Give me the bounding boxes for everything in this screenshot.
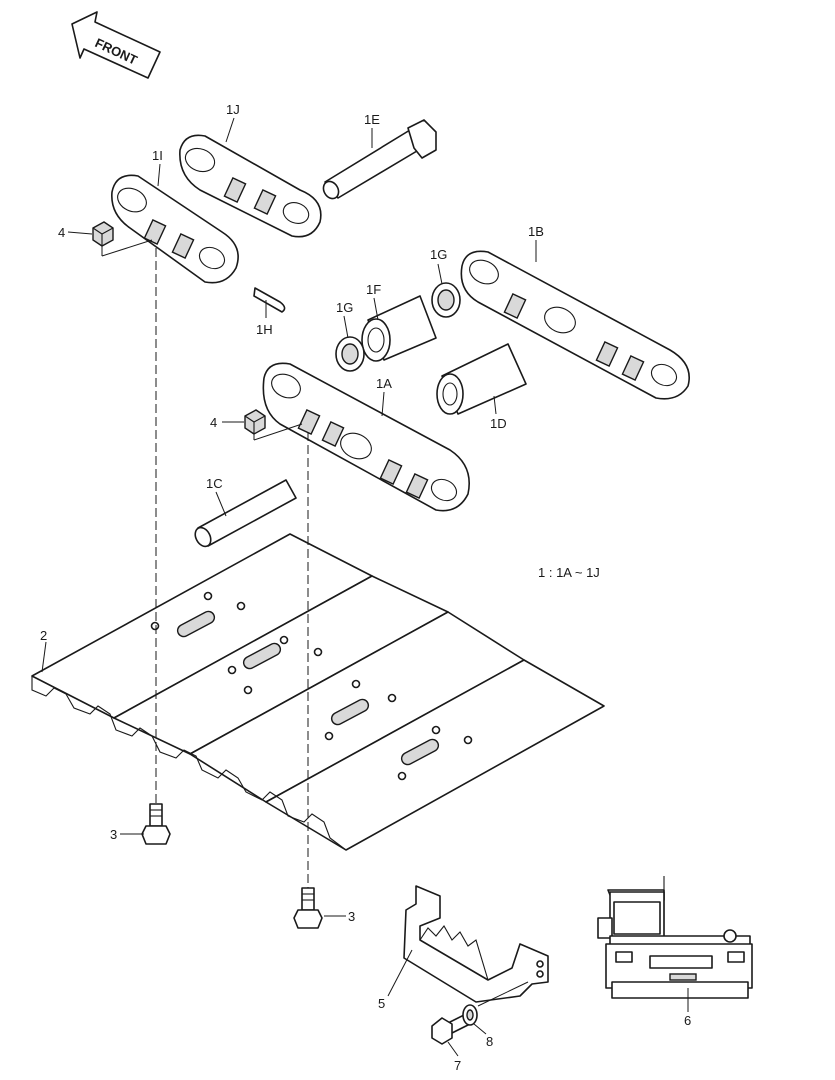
- label-4-lower: 4: [210, 415, 217, 430]
- front-arrow: FRONT: [71, 11, 161, 79]
- label-5: 5: [378, 996, 385, 1011]
- label-1f: 1F: [366, 282, 381, 297]
- nut-4-upper: [92, 221, 114, 247]
- label-3-lower: 3: [348, 909, 355, 924]
- label-1h: 1H: [256, 322, 273, 337]
- label-1j: 1J: [226, 102, 240, 117]
- bushing-1d: [436, 343, 527, 415]
- label-1d: 1D: [490, 416, 507, 431]
- bushing-1f: [361, 295, 437, 362]
- bolt-3-lower: [293, 887, 323, 929]
- label-4-upper: 4: [58, 225, 65, 240]
- label-2: 2: [40, 628, 47, 643]
- label-1c: 1C: [206, 476, 223, 491]
- label-1g-upper: 1G: [430, 247, 447, 262]
- label-6: 6: [684, 1013, 691, 1028]
- assembly-note: 1 : 1A ~ 1J: [538, 565, 600, 580]
- pin-1e: [322, 119, 437, 200]
- label-1b: 1B: [528, 224, 544, 239]
- part-6-assembly: [597, 876, 753, 999]
- label-3-upper: 3: [110, 827, 117, 842]
- seal-1g-upper: [431, 282, 461, 318]
- link-1j: [179, 134, 322, 238]
- label-7: 7: [454, 1058, 461, 1073]
- label-1a: 1A: [376, 376, 392, 391]
- bolt-3-upper: [141, 803, 171, 845]
- track-shoe-plates-2: [31, 533, 605, 851]
- leader-lines: [41, 117, 689, 1057]
- link-1a: [262, 362, 470, 512]
- seal-1g-lower: [335, 336, 365, 372]
- bracket-5: [403, 885, 549, 1003]
- pin-1c: [194, 479, 297, 548]
- washer-8: [462, 1004, 478, 1026]
- link-1i: [111, 174, 239, 284]
- label-8: 8: [486, 1034, 493, 1049]
- nut-4-lower: [244, 409, 266, 435]
- link-1b: [460, 250, 690, 400]
- label-1e: 1E: [364, 112, 380, 127]
- pin-1h: [253, 287, 286, 313]
- label-1i: 1I: [152, 148, 163, 163]
- label-1g-lower: 1G: [336, 300, 353, 315]
